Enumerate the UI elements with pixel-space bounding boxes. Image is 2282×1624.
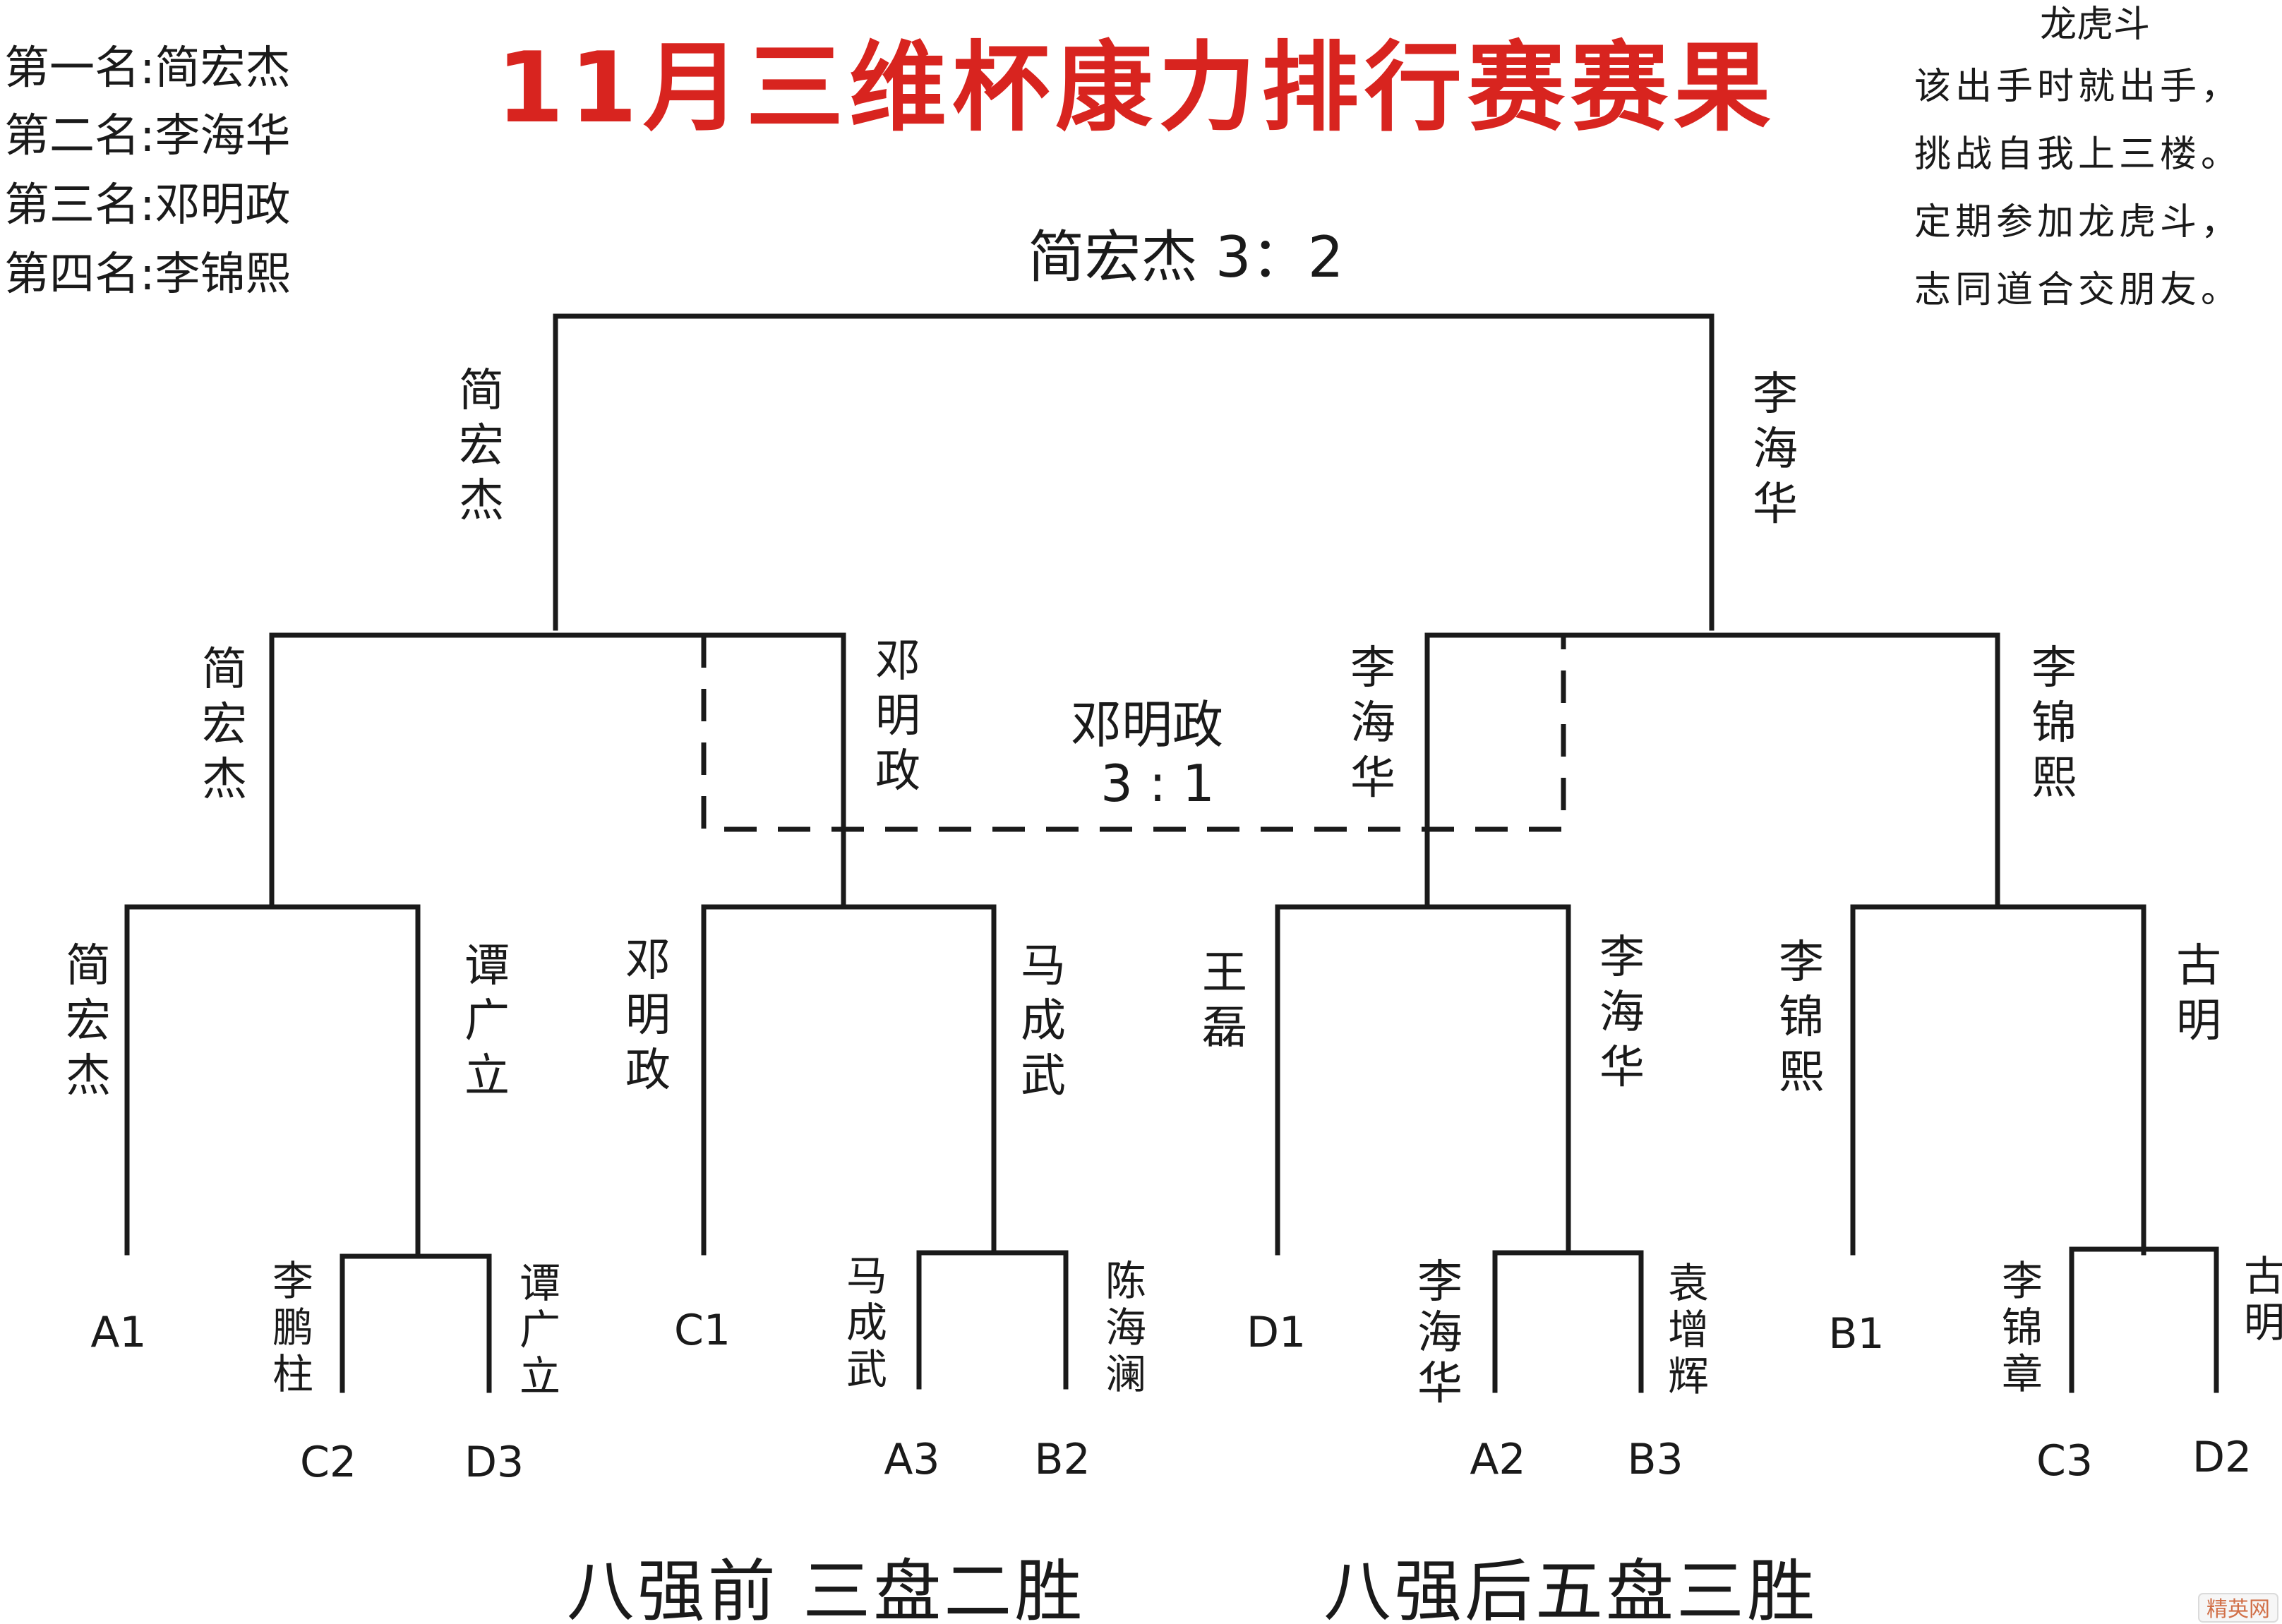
poem-line-3: 定期参加龙虎斗， (1914, 201, 2242, 243)
rankings-list: 第一名:简宏杰 第二名:李海华 第三名:邓明政 第四名:李锦熙 (4, 42, 291, 301)
third-place-winner: 邓明政 (1071, 695, 1223, 754)
third-place-dashed-box (701, 635, 1566, 832)
preliminary-name-2: 谭广立 (520, 1259, 560, 1400)
quarterfinal-name-4: 马成武 (1021, 940, 1066, 1102)
preliminary-4-connector (2069, 1246, 2219, 1393)
preliminary-name-6: 袁增辉 (1668, 1259, 1709, 1400)
preliminary-name-1: 李鹏柱 (272, 1257, 313, 1398)
poem-line-4: 志同道合交朋友。 (1914, 269, 2242, 311)
ranking-fourth: 第四名:李锦熙 (4, 248, 291, 301)
seed-b3: B3 (1627, 1435, 1683, 1484)
quarterfinal-name-8: 古明 (2176, 940, 2221, 1047)
semifinal-right-connector (1424, 632, 2000, 910)
quarterfinal-name-3: 邓明政 (625, 934, 671, 1097)
quarterfinal-3-connector (1275, 904, 1571, 1256)
quarterfinal-1-connector (124, 904, 421, 1259)
seed-d1: D1 (1247, 1308, 1306, 1357)
page-title: 11月三维杯康力排行赛赛果 (496, 31, 1777, 145)
preliminary-name-4: 陈海澜 (1105, 1257, 1146, 1398)
semifinal-left-connector (269, 632, 846, 910)
preliminary-name-5: 李海华 (1417, 1256, 1463, 1410)
preliminary-name-3: 马成武 (846, 1252, 887, 1393)
seed-labels: A1 C1 D1 B1 C2 D3 A3 B2 A2 B3 C3 D2 (90, 1306, 2252, 1487)
ranking-second: 第二名:李海华 (4, 110, 291, 162)
seed-c1: C1 (674, 1306, 731, 1355)
footer-rule-left: 八强前 三盘二胜 (567, 1552, 1086, 1624)
watermark-logo: 精英网 (2198, 1593, 2278, 1623)
vertical-name-labels: 简宏杰李海华简宏杰邓明政李海华李锦熙简宏杰谭广立邓明政马成武王磊李海华李锦熙古明… (66, 365, 2282, 1410)
seed-d2: D2 (2192, 1433, 2252, 1482)
preliminary-1-connector (340, 1253, 492, 1393)
final-right-name: 李海华 (1753, 368, 1798, 531)
seed-b1: B1 (1828, 1309, 1884, 1359)
seed-a1: A1 (90, 1308, 146, 1357)
seed-a3: A3 (884, 1435, 939, 1484)
quarterfinal-name-2: 谭广立 (464, 940, 510, 1102)
seed-c2: C2 (300, 1438, 356, 1487)
final-left-name: 简宏杰 (459, 365, 504, 527)
quarterfinal-name-6: 李海华 (1599, 932, 1645, 1094)
preliminary-name-8: 古明 (2244, 1252, 2282, 1347)
preliminary-3-connector (1492, 1250, 1644, 1393)
semifinal-name-2: 邓明政 (875, 635, 920, 798)
semifinal-name-4: 李锦熙 (2031, 642, 2077, 805)
bracket-lines (124, 313, 2219, 1393)
preliminary-name-7: 李锦章 (2002, 1257, 2043, 1398)
poem-line-1: 该出手时就出手， (1914, 66, 2242, 108)
quarterfinal-name-5: 王磊 (1202, 947, 1247, 1054)
quarterfinal-name-1: 简宏杰 (66, 940, 111, 1102)
ranking-first: 第一名:简宏杰 (4, 42, 291, 95)
seed-c3: C3 (2036, 1436, 2093, 1486)
quarterfinal-name-7: 李锦熙 (1779, 937, 1824, 1099)
quarterfinal-4-connector (1850, 904, 2146, 1256)
quarterfinal-2-connector (701, 904, 997, 1256)
seed-d3: D3 (464, 1438, 524, 1487)
watermark-text: 精英网 (2206, 1597, 2270, 1622)
final-result: 简宏杰 3：2 (1028, 224, 1343, 290)
final-connector (553, 313, 1714, 631)
poem-block: 龙虎斗 该出手时就出手， 挑战自我上三楼。 定期参加龙虎斗， 志同道合交朋友。 (1914, 4, 2242, 311)
seed-b2: B2 (1034, 1435, 1090, 1484)
ranking-third: 第三名:邓明政 (4, 179, 291, 231)
poem-heading: 龙虎斗 (2040, 4, 2150, 46)
seed-a2: A2 (1470, 1435, 1525, 1484)
semifinal-name-1: 简宏杰 (202, 644, 247, 806)
footer-rule-right: 八强后五盘三胜 (1323, 1552, 1818, 1624)
third-place-score: 3 : 1 (1100, 754, 1215, 813)
semifinal-name-3: 李海华 (1350, 642, 1395, 805)
poem-line-2: 挑战自我上三楼。 (1914, 133, 2242, 176)
preliminary-2-connector (916, 1250, 1069, 1390)
